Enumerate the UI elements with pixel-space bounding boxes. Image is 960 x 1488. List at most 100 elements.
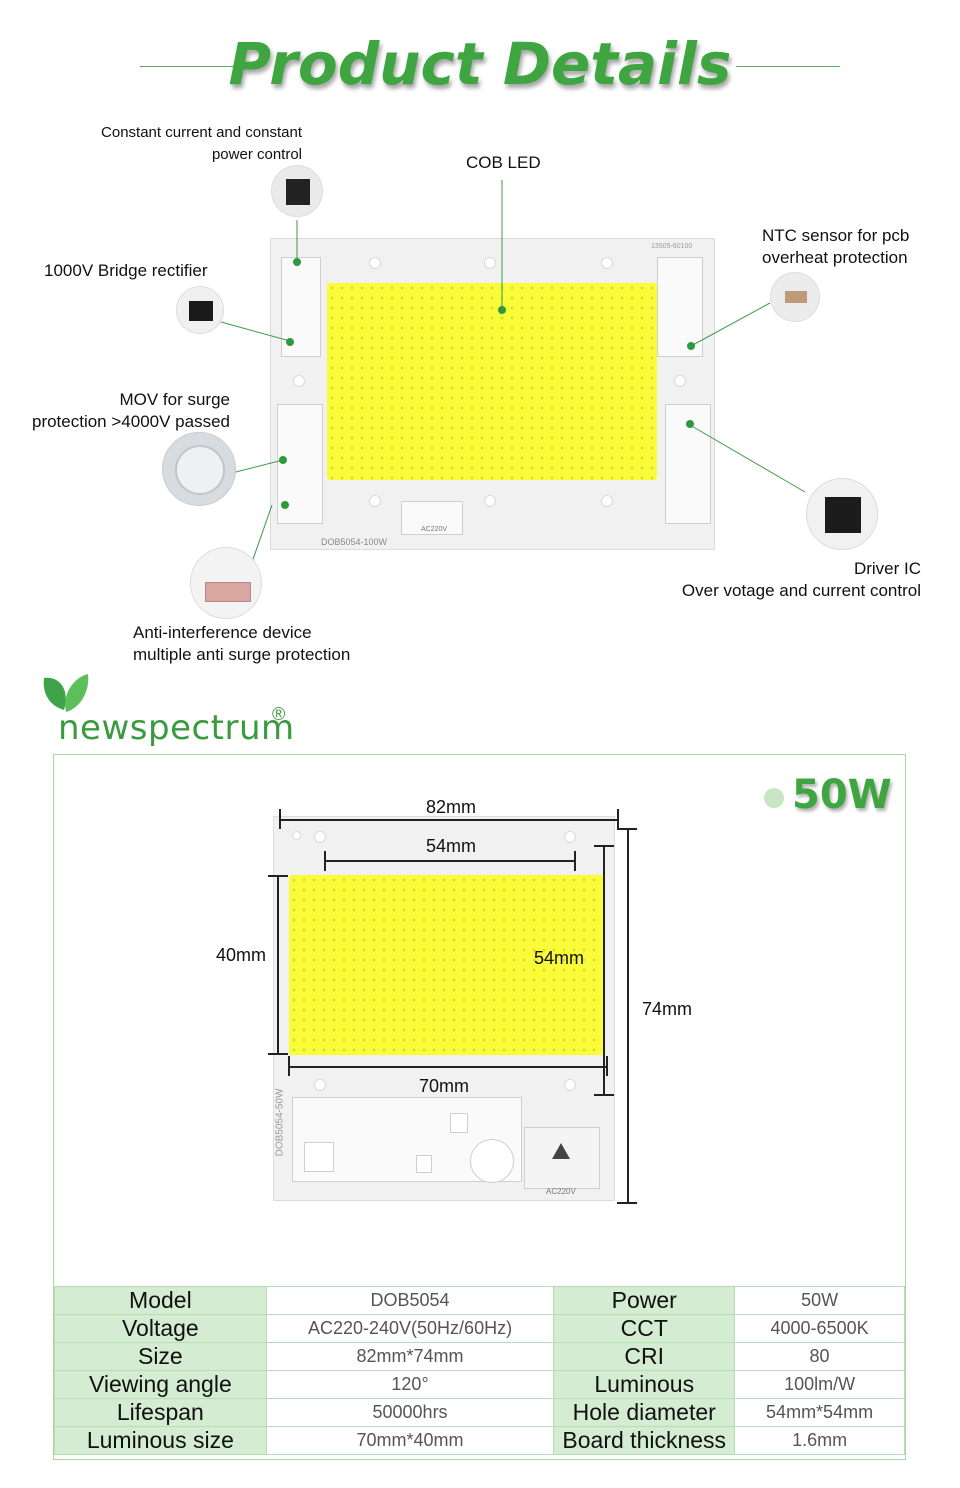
dim-tick	[268, 875, 288, 877]
callout-ntc-sensor: NTC sensor for pcb overheat protection	[762, 226, 910, 267]
dim-tick	[617, 828, 637, 830]
ntc-sensor-image	[770, 272, 820, 322]
spec-label: Size	[54, 1342, 267, 1371]
mount-hole	[564, 1079, 576, 1091]
cob-board-50w: AC220V DOB5054-50W	[273, 816, 615, 1201]
driver-ic-image	[806, 478, 878, 550]
mount-hole	[601, 495, 613, 507]
mov-disc	[470, 1139, 514, 1183]
dim-tick	[594, 1094, 614, 1096]
spec-value: 54mm*54mm	[734, 1398, 905, 1427]
dim-tick	[324, 851, 326, 871]
dim-line-54mm-h	[325, 860, 575, 862]
dim-tick	[594, 845, 614, 847]
cob-led-array-50w	[289, 875, 605, 1055]
spec-value: 50W	[734, 1286, 905, 1315]
mount-hole	[369, 257, 381, 269]
header-rule-left	[140, 66, 244, 67]
ac-connector	[401, 501, 463, 535]
pad-square	[416, 1155, 432, 1173]
board-plug-label: AC220V	[421, 526, 448, 533]
callout-anti-interference: Anti-interference device multiple anti s…	[133, 623, 351, 664]
registered-mark: ®	[272, 704, 286, 724]
spec-value: 82mm*74mm	[265, 1342, 555, 1371]
spec-value: 70mm*40mm	[265, 1426, 555, 1455]
brand-name: newspectrum	[58, 708, 295, 748]
spec-label: Luminous	[553, 1370, 736, 1399]
mount-hole	[484, 495, 496, 507]
cob-board-100w: 13505-60100 DOB5054-100W AC220V	[270, 238, 715, 550]
spec-value: 4000-6500K	[734, 1314, 905, 1343]
dim-label-54mm-v: 54mm	[534, 948, 585, 968]
spec-label: Voltage	[54, 1314, 267, 1343]
warning-icon	[552, 1143, 570, 1159]
callout-mov: MOV for surge protection >4000V passed	[31, 390, 230, 431]
callout-bridge-rectifier: 1000V Bridge rectifier	[44, 261, 208, 280]
spec-label: Model	[54, 1286, 267, 1315]
mount-hole	[314, 1079, 326, 1091]
dim-label-40mm: 40mm	[216, 945, 267, 965]
power-badge-label: 50W	[792, 772, 892, 818]
cob-led-array	[327, 283, 657, 480]
dim-tick	[574, 851, 576, 871]
dim-line-74mm	[627, 829, 629, 1203]
spec-label: Viewing angle	[54, 1370, 267, 1399]
dim-label-82mm: 82mm	[426, 797, 477, 817]
dimension-panel	[53, 754, 906, 1460]
bridge-rectifier-image	[176, 286, 224, 334]
pad-square	[304, 1142, 334, 1172]
mount-hole	[369, 495, 381, 507]
callout-driver-ic: Driver IC Over votage and current contro…	[681, 559, 921, 600]
board-print-50w: DOB5054-50W	[274, 1088, 286, 1157]
dim-tick	[606, 1056, 608, 1076]
spec-label: CRI	[553, 1342, 736, 1371]
spec-label: Power	[553, 1286, 736, 1315]
constant-current-chip-image	[271, 165, 323, 217]
spec-value: AC220-240V(50Hz/60Hz)	[265, 1314, 555, 1343]
page-title: Product Details	[228, 30, 732, 98]
callout-leaders	[220, 180, 806, 566]
board-plug-label-50w: AC220V	[546, 1187, 576, 1196]
mount-hole	[293, 375, 305, 387]
side-module-right	[657, 257, 703, 357]
power-badge-dot	[764, 788, 784, 808]
dim-line-40mm	[277, 876, 279, 1054]
mov-varistor-image	[162, 432, 236, 506]
dim-tick	[617, 1202, 637, 1204]
dim-line-82mm	[280, 819, 618, 821]
dim-label-70mm: 70mm	[419, 1076, 470, 1096]
dim-tick	[279, 809, 281, 829]
mount-hole	[314, 831, 326, 843]
dim-tick	[617, 809, 619, 829]
spec-label: CCT	[553, 1314, 736, 1343]
spec-label: Luminous size	[54, 1426, 267, 1455]
board-model-print: DOB5054-100W	[321, 537, 388, 547]
mount-hole	[674, 375, 686, 387]
spec-value: 50000hrs	[265, 1398, 555, 1427]
mount-hole	[601, 257, 613, 269]
spec-value: 80	[734, 1342, 905, 1371]
board-code: 13505-60100	[651, 243, 693, 250]
dim-label-54mm-h: 54mm	[426, 836, 477, 856]
spec-label: Board thickness	[553, 1426, 736, 1455]
callout-constant-current: Constant current and constant power cont…	[101, 124, 302, 163]
dim-line-54mm-v	[603, 845, 605, 1095]
leaf-logo-icon	[43, 674, 89, 712]
dim-line-70mm	[288, 1066, 608, 1068]
callout-cob-led: COB LED	[466, 153, 541, 172]
dim-tick	[268, 1053, 288, 1055]
anti-interference-image	[190, 547, 262, 619]
dim-tick	[288, 1056, 290, 1076]
mount-hole	[484, 257, 496, 269]
pad-square	[450, 1113, 468, 1133]
mount-hole	[564, 831, 576, 843]
header-rule-right	[736, 66, 840, 67]
spec-value: 100lm/W	[734, 1370, 905, 1399]
spec-value: DOB5054	[265, 1286, 555, 1315]
